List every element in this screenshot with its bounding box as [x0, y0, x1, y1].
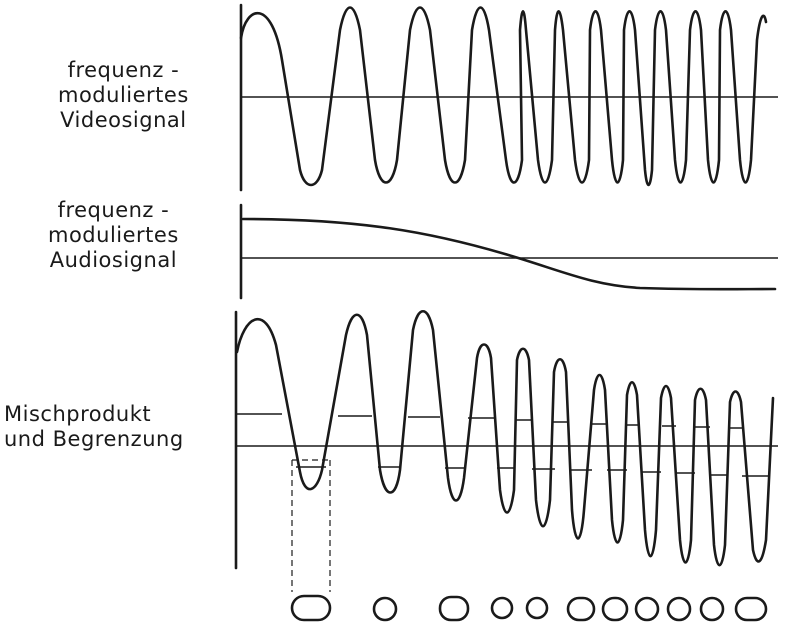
pulse-shape — [372, 596, 398, 622]
video-signal-label: frequenz - moduliertes Videosignal — [58, 58, 189, 133]
audio-signal-panel — [239, 203, 778, 300]
pulse-shape — [525, 596, 549, 620]
mix-product-panel — [234, 309, 778, 592]
pulse-shape — [734, 596, 768, 622]
pulse-shape — [634, 596, 660, 622]
mix-lower-clip-level — [296, 466, 770, 477]
pulse-shape — [666, 596, 692, 622]
pulse-row — [290, 594, 768, 622]
audio-label-line-2: moduliertes — [48, 223, 179, 247]
video-fm-wave — [239, 6, 768, 187]
pulse-shape — [699, 596, 725, 622]
mix-product-wave — [235, 309, 775, 567]
video-signal-panel — [239, 3, 778, 192]
mix-product-label: Mischprodukt und Begrenzung — [4, 402, 184, 452]
mix-label-line-1: Mischprodukt — [4, 402, 152, 426]
video-label-line-3: Videosignal — [60, 108, 187, 132]
audio-label-line-1: frequenz - — [57, 198, 170, 222]
video-label-line-1: frequenz - — [67, 58, 180, 82]
audio-label-line-3: Audiosignal — [49, 248, 178, 272]
pulse-shape — [290, 594, 332, 622]
pulse-shape — [438, 595, 470, 622]
audio-signal-label: frequenz - moduliertes Audiosignal — [48, 198, 179, 273]
video-label-line-2: moduliertes — [58, 83, 189, 107]
mix-label-line-2: und Begrenzung — [4, 427, 184, 451]
pulse-shape — [566, 596, 596, 622]
pulse-shape — [490, 596, 514, 620]
mix-upper-clip-level — [236, 413, 742, 429]
pulse-shape — [601, 596, 629, 622]
audio-fm-curve — [241, 217, 777, 291]
